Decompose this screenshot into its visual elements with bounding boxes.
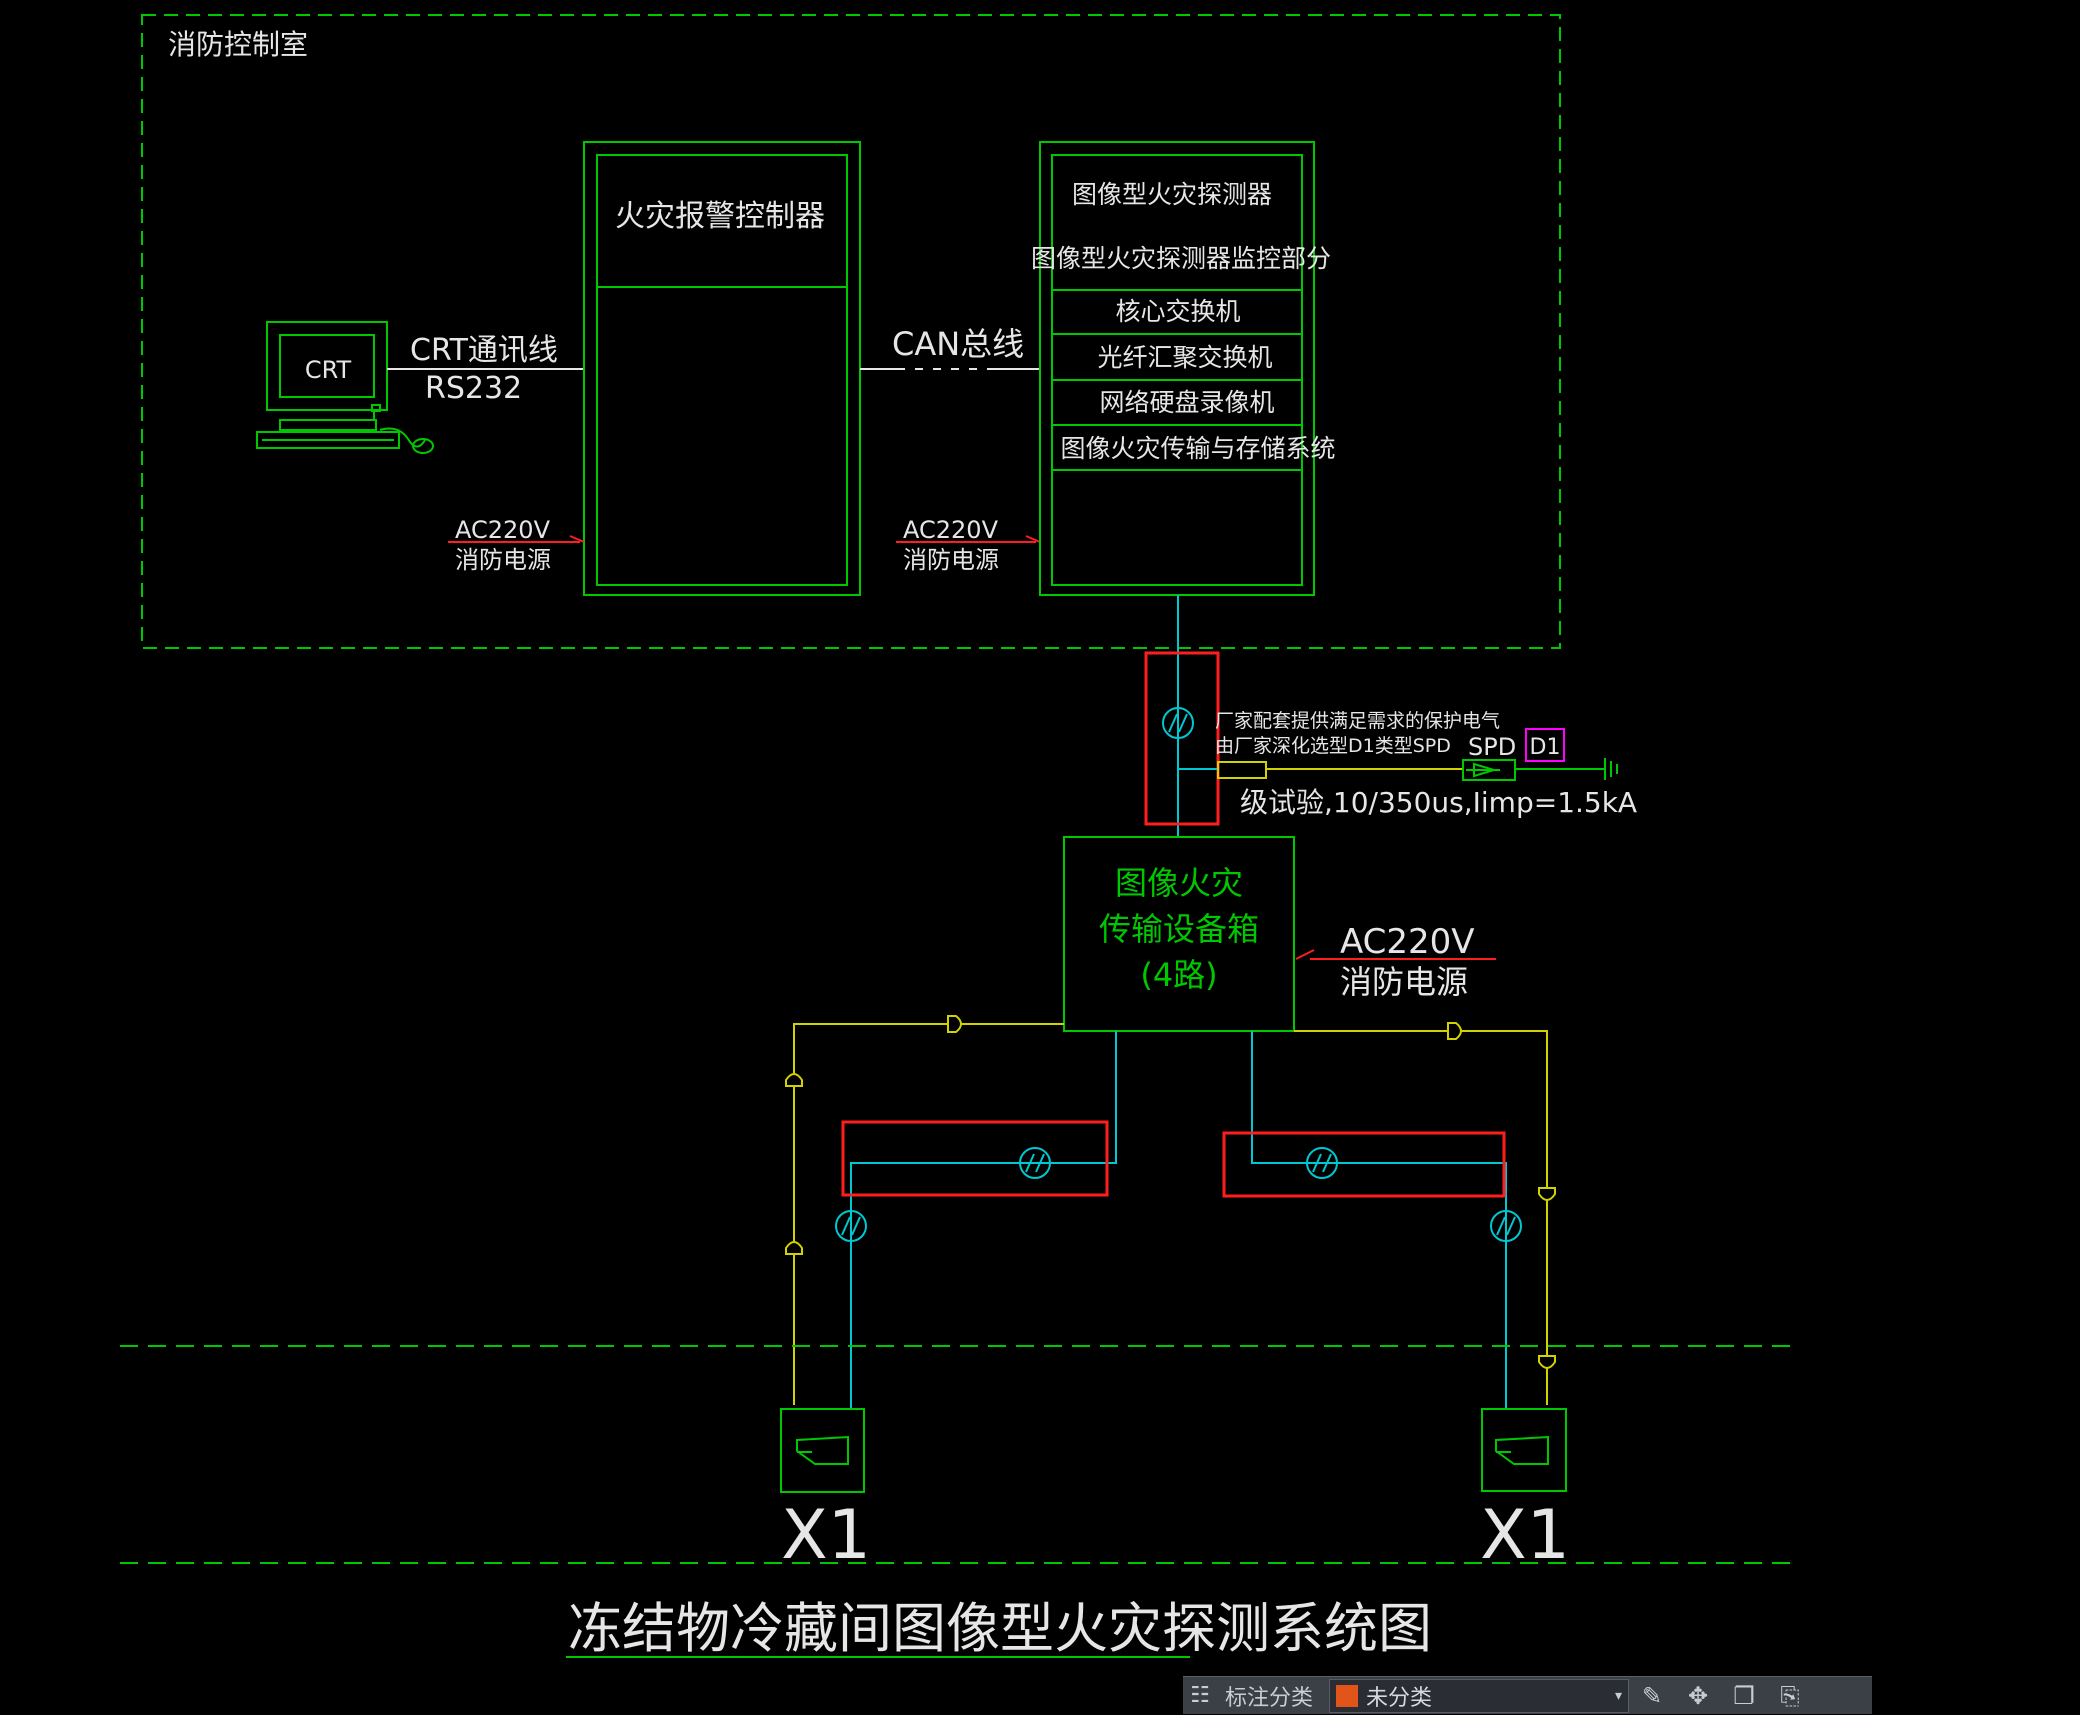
alarm-controller-title: 火灾报警控制器 (615, 199, 825, 234)
grip-icon[interactable]: ☷ (1190, 1683, 1210, 1708)
highlight-trunk (1144, 651, 1220, 826)
can-bus-label: CAN总线 (892, 325, 1024, 363)
detector-cabinet (1039, 141, 1315, 596)
detector-row-storage: 图像火灾传输与存储系统 (1060, 434, 1335, 463)
highlight-right-cable (1222, 1131, 1506, 1198)
spd-note-2: 由厂家深化选型D1类型SPD (1215, 735, 1451, 757)
annotation-toolbar: ☷ 标注分类 未分类 ▾ ✎ ✥ ❐ ⎘ (1183, 1676, 1872, 1714)
detector-row-nvr: 网络硬盘录像机 (1099, 388, 1274, 417)
spd-resistor (1217, 761, 1267, 779)
highlight-left-cable (841, 1120, 1109, 1197)
spd-tag: D1 (1530, 735, 1561, 760)
paste-icon[interactable]: ⎘ (1780, 1681, 1800, 1710)
power-box-voltage: AC220V (1340, 922, 1475, 962)
left-video-cable (850, 1031, 1117, 1408)
power-left-source: 消防电源 (455, 546, 551, 574)
camera-icon (1481, 1408, 1567, 1492)
edit-icon[interactable]: ✎ (1641, 1681, 1663, 1710)
ground-icon (1604, 758, 1618, 780)
transmission-box-line2: 传输设备箱 (1099, 910, 1259, 948)
detector-row-fiber-switch: 光纤汇聚交换机 (1097, 343, 1272, 372)
copy-icon[interactable]: ❐ (1733, 1681, 1755, 1710)
transmission-box-line3: (4路) (1140, 956, 1217, 994)
right-video-cable (1251, 1031, 1507, 1408)
spd-label: SPD (1468, 733, 1516, 761)
category-label: 标注分类 (1225, 1685, 1314, 1711)
crt-screen-label: CRT (305, 356, 352, 384)
spd-note-1: 厂家配套提供满足需求的保护电气 (1215, 710, 1500, 732)
spd-test-spec: 级试验,10/350us,Iimp=1.5kA (1240, 786, 1637, 819)
crt-line-label: CRT通讯线 (410, 333, 558, 368)
power-box-source: 消防电源 (1340, 963, 1468, 1001)
transmission-box-line1: 图像火灾 (1115, 864, 1243, 902)
category-color-swatch (1336, 1684, 1359, 1707)
detector-row-core-switch: 核心交换机 (1115, 297, 1240, 326)
detector-cabinet-title: 图像型火灾探测器 (1072, 180, 1272, 209)
detector-row-monitor: 图像型火灾探测器监控部分 (1031, 244, 1331, 273)
crt-computer-icon (256, 321, 434, 454)
camera-label-right: X1 (1480, 1496, 1570, 1575)
category-select[interactable]: 未分类 ▾ (1329, 1678, 1630, 1713)
control-room-label: 消防控制室 (168, 28, 308, 61)
left-power-feed (793, 1023, 1064, 1405)
crt-protocol-label: RS232 (425, 371, 522, 406)
move-icon[interactable]: ✥ (1687, 1681, 1709, 1710)
drawing-title: 冻结物冷藏间图像型火灾探测系统图 (568, 1597, 1432, 1660)
power-middle-source: 消防电源 (903, 546, 999, 574)
spd-icon (1462, 759, 1516, 781)
power-left-voltage: AC220V (455, 516, 551, 544)
category-value: 未分类 (1366, 1685, 1433, 1711)
control-room-boundary (141, 14, 1561, 649)
chevron-down-icon: ▾ (1614, 1687, 1623, 1704)
spd-tag-box (1525, 728, 1565, 762)
camera-icon (780, 1408, 865, 1493)
transmission-box (1063, 836, 1295, 1032)
power-middle-voltage: AC220V (903, 516, 999, 544)
right-power-feed (1294, 1030, 1548, 1405)
camera-label-left: X1 (781, 1496, 871, 1575)
